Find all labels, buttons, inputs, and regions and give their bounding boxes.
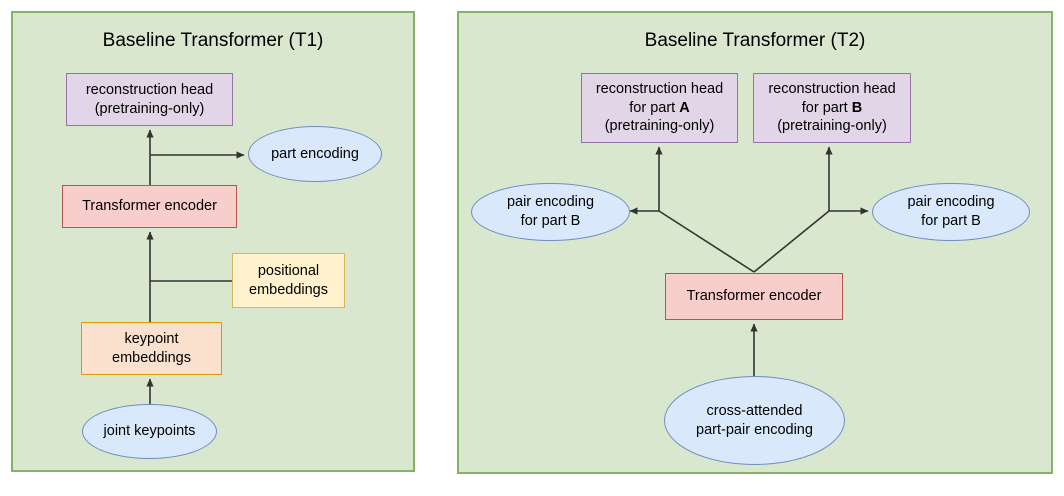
pair-encoding-left-line1: pair encoding (506, 194, 595, 211)
reconstruction-head-a-part-letter: A (679, 99, 690, 116)
node-keypoint-embeddings[interactable]: keypoint embeddings (81, 322, 222, 375)
reconstruction-head-a-line1: reconstruction head (595, 81, 724, 98)
pair-encoding-right-line1: pair encoding (907, 194, 995, 211)
reconstruction-head-b-line2: for part B (768, 99, 895, 118)
reconstruction-head-b-part-letter: B (851, 99, 863, 116)
cross-attended-line2: part-pair encoding (696, 421, 813, 438)
keypoint-embeddings-line2: embeddings (112, 349, 191, 366)
node-transformer-encoder-t1[interactable]: Transformer encoder (62, 185, 237, 228)
reconstruction-head-line2: (pretraining-only) (94, 100, 205, 117)
reconstruction-head-a-line3: (pretraining-only) (604, 118, 715, 135)
keypoint-embeddings-line1: keypoint (124, 330, 179, 347)
reconstruction-head-b-line1: reconstruction head (768, 81, 896, 98)
transformer-encoder-label-t2: Transformer encoder (686, 288, 822, 305)
pair-encoding-left-line2: for part B (520, 213, 581, 229)
reconstruction-head-line1: reconstruction head (85, 81, 214, 98)
node-positional-embeddings[interactable]: positional embeddings (232, 253, 345, 308)
reconstruction-head-b-line3: (pretraining-only) (777, 118, 887, 135)
reconstruction-head-b-line2-prefix: for part (801, 99, 852, 116)
reconstruction-head-a-line2: for part A (596, 99, 723, 118)
node-reconstruction-head-t1[interactable]: reconstruction head (pretraining-only) (66, 73, 233, 126)
node-transformer-encoder-t2[interactable]: Transformer encoder (665, 273, 843, 320)
joint-keypoints-label: joint keypoints (103, 423, 196, 440)
part-encoding-label: part encoding (271, 145, 359, 162)
transformer-encoder-label-t1: Transformer encoder (82, 198, 217, 215)
node-reconstruction-head-part-a[interactable]: reconstruction head for part A (pretrain… (581, 73, 738, 143)
panel-title-t2: Baseline Transformer (T2) (644, 30, 866, 51)
positional-embeddings-line1: positional (257, 262, 320, 279)
node-cross-attended-part-pair-encoding[interactable]: cross-attended part-pair encoding (664, 376, 845, 465)
node-part-encoding[interactable]: part encoding (248, 126, 382, 182)
node-reconstruction-head-part-b[interactable]: reconstruction head for part B (pretrain… (753, 73, 911, 143)
node-pair-encoding-right[interactable]: pair encoding for part B (872, 183, 1030, 241)
positional-embeddings-line2: embeddings (249, 281, 328, 298)
node-joint-keypoints[interactable]: joint keypoints (82, 404, 217, 459)
reconstruction-head-a-line2-prefix: for part (629, 99, 680, 116)
pair-encoding-right-line2: for part B (921, 213, 981, 229)
panel-title-t1: Baseline Transformer (T1) (102, 30, 324, 51)
cross-attended-line1: cross-attended (706, 402, 803, 419)
node-pair-encoding-left[interactable]: pair encoding for part B (471, 183, 630, 241)
